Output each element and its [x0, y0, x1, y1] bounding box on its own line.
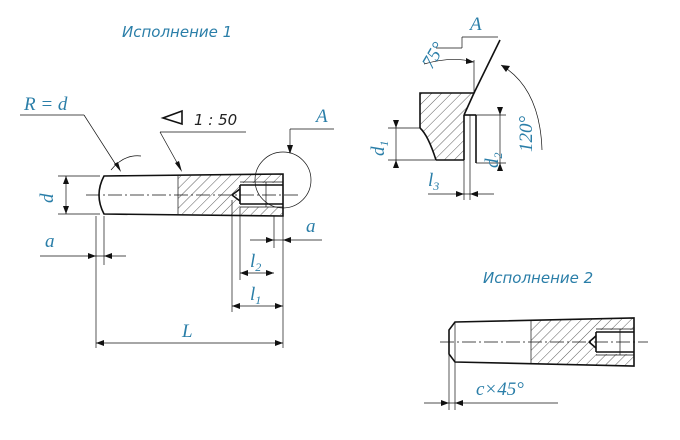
a-right-label: a: [306, 216, 316, 237]
l2-label: l2: [250, 251, 261, 274]
a-left-label: a: [45, 231, 55, 252]
d2-label: d2: [482, 153, 505, 169]
taper-label: 1 : 50: [194, 111, 237, 129]
angle-75-label: 75°: [418, 39, 450, 73]
d-label: d: [37, 193, 58, 203]
caption-variant-2: Исполнение 2: [483, 269, 593, 287]
view-a-label-left: A: [314, 106, 328, 127]
detail-view-a: [419, 39, 501, 163]
l1-label: l1: [250, 284, 261, 307]
pin-variant-2: [440, 317, 648, 367]
chamfer-label: c×45°: [476, 379, 524, 400]
radius-label: R = d: [23, 94, 68, 115]
pin-variant-1: [86, 151, 312, 217]
d1-label: d1: [368, 141, 391, 157]
angle-120-label: 120°: [516, 116, 537, 153]
l3-label: l3: [428, 170, 439, 193]
L-label: L: [181, 321, 193, 342]
taper-triangle-icon: [160, 109, 183, 126]
caption-variant-1: Исполнение 1: [122, 23, 232, 41]
view-a-label-right: A: [468, 14, 482, 35]
